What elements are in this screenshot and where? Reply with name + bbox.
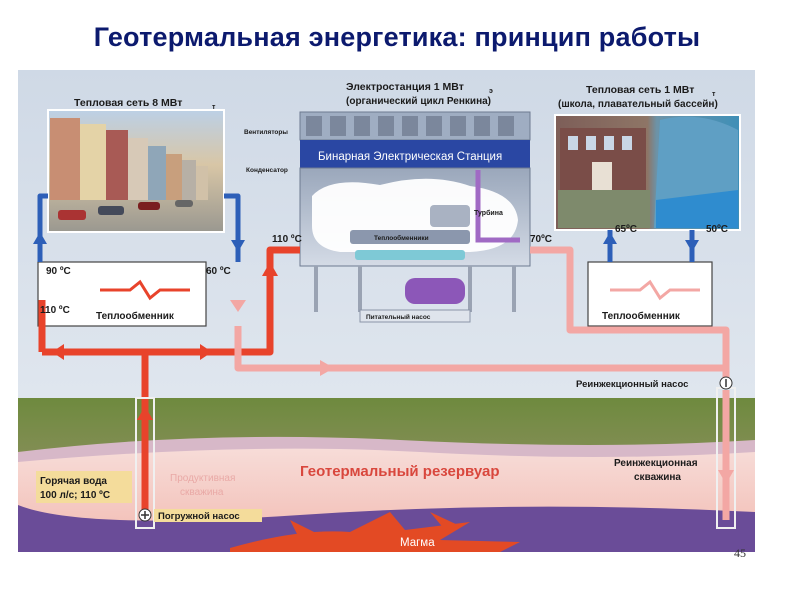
arrow-up-well [137, 406, 153, 420]
right-exchanger-coil [610, 279, 700, 301]
fans-label: Вентиляторы [244, 129, 288, 136]
submersible-pump-label-bg [154, 509, 262, 522]
station-temp-in: 110 ºC [272, 234, 302, 245]
school-building [558, 116, 738, 228]
left-network-unit: т [212, 104, 216, 111]
reservoir-label: Геотермальный резервуар [300, 463, 500, 480]
left-heat-exchanger [37, 261, 207, 327]
production-well [135, 397, 155, 529]
arrow-down-reinject [718, 470, 734, 484]
submersible-pump-label: Погружной насос [158, 511, 240, 522]
heat-exchangers-label: Теплообменники [374, 234, 429, 242]
arrow-right-warm [320, 360, 334, 376]
right-temp-return: 50ºC [706, 224, 728, 235]
production-well-label-1: Продуктивная [170, 473, 235, 484]
station-title: Электростанция 1 МВт [346, 81, 464, 93]
slide-title: Геотермальная энергетика: принцип работы [93, 22, 701, 52]
reinjection-well-label-1: Реинжекционная [614, 458, 698, 469]
magma-label: Магма [400, 537, 435, 549]
page-number: 45 [734, 546, 746, 560]
hot-water-label-1: Горячая вода [40, 476, 107, 487]
right-network-unit: т [712, 91, 716, 98]
feed-pump-label: Питательный насос [366, 313, 431, 321]
warm-pipes [234, 246, 730, 520]
reservoir-layer [18, 448, 755, 526]
right-exchanger-label: Теплообменник [602, 310, 681, 322]
power-station [299, 111, 531, 323]
arrow-right-hot [200, 344, 212, 360]
right-temp-supply: 65ºC [615, 224, 637, 235]
station-banner-text: Бинарная Электрическая Станция [318, 151, 502, 163]
production-well-label-2: скважина [180, 487, 224, 498]
arrow-up-left [33, 232, 47, 244]
station-subtitle: (органический цикл Ренкина) [346, 96, 491, 107]
magma-flame [230, 512, 520, 552]
condenser-label: Конденсатор [246, 167, 288, 174]
right-network-title: Тепловая сеть 1 МВт [586, 84, 694, 96]
right-heat-exchanger [587, 261, 713, 327]
right-network-subtitle: (школа, плавательный бассейн) [558, 98, 718, 110]
town-buildings [50, 118, 208, 220]
reinjection-pump-label: Реинжекционный насос [576, 379, 688, 390]
station-title-unit: э [489, 88, 493, 95]
left-temp-supply: 90 ºC [46, 266, 71, 277]
left-temp-return: 60 ºC [206, 266, 231, 277]
left-exchanger-label: Теплообменник [96, 310, 175, 322]
left-temp-in: 110 ºC [40, 305, 70, 316]
arrow-up-right [603, 232, 617, 244]
hot-water-label-2: 100 л/с; 110 ºC [40, 490, 110, 501]
arrow-down-left [231, 240, 245, 252]
arrow-down-right [685, 240, 699, 252]
station-temp-out: 70ºC [530, 234, 552, 245]
reinjection-well-label-2: скважина [634, 472, 681, 483]
left-network-title: Тепловая сеть 8 МВт [74, 97, 182, 109]
arrow-left-hot [52, 344, 64, 360]
hot-water-label-bg [36, 471, 132, 503]
turbine-label: Турбина [474, 209, 503, 217]
arrow-up-hot [262, 262, 278, 276]
arrow-down-warm [230, 300, 246, 312]
left-exchanger-coil [100, 279, 190, 301]
station-banner [300, 140, 530, 168]
